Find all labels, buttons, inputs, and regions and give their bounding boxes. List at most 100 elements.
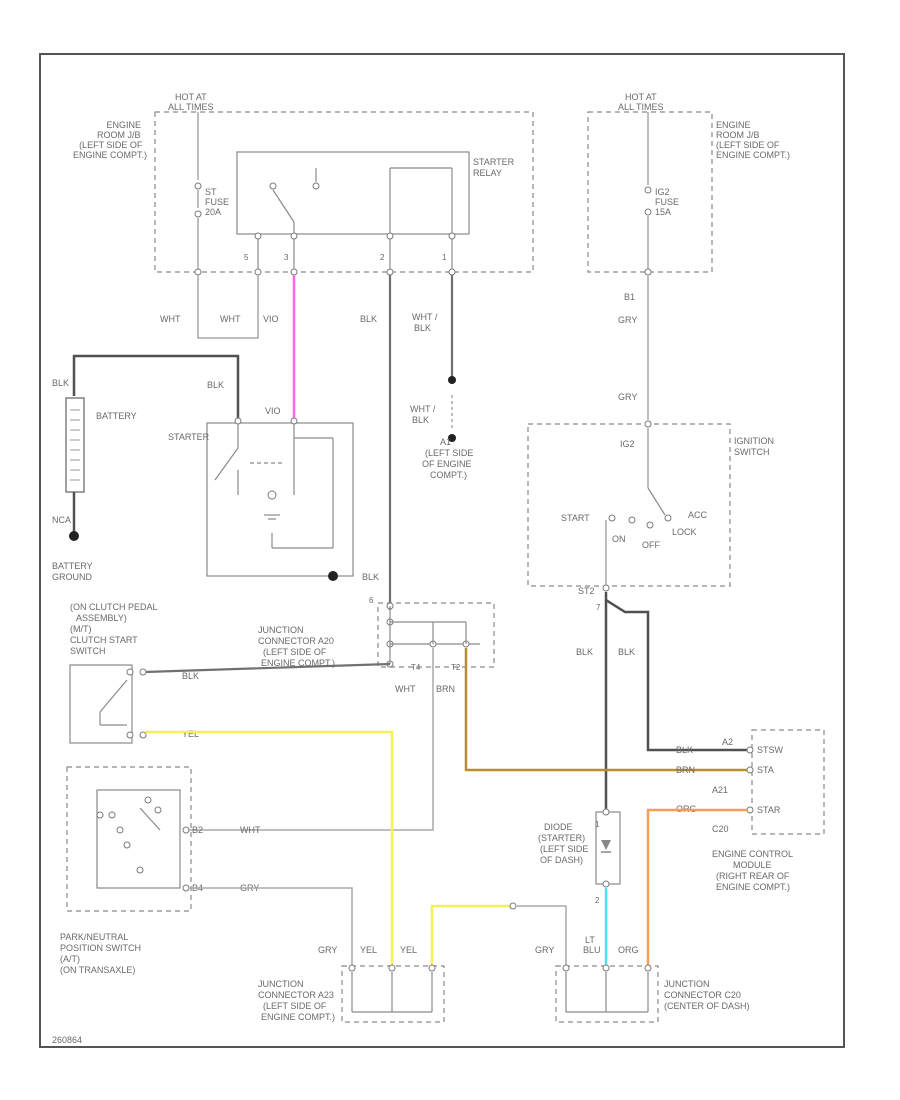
pn-wht-wire (187, 648, 434, 831)
jc-a23-wire-yel-1: YEL (360, 945, 377, 955)
ign-pos-lock: LOCK (672, 527, 697, 537)
ig2-fuse-label: IG2 FUSE 15A (655, 187, 682, 217)
clutch-start-switch-label: (ON CLUTCH PEDAL ASSEMBLY) (M/T) CLUTCH … (70, 602, 160, 656)
ign-pos-start: START (561, 513, 590, 523)
ignition-pin-7: 7 (596, 603, 601, 612)
starter-label: STARTER (168, 432, 210, 442)
ecm-conn-c20: C20 (712, 824, 729, 834)
jc-c20-wire-gry: GRY (535, 945, 554, 955)
starter-ground-blk-label: BLK (362, 572, 379, 582)
gry-link-wire (517, 905, 567, 968)
starter-ground-node (328, 571, 338, 581)
ground-a1-label: WHT / BLK A1 (LEFT SIDE OF ENGINE COMPT.… (410, 404, 476, 480)
jc-a23-wire-yel-2: YEL (400, 945, 417, 955)
jc-a20-pin-6: 6 (369, 596, 374, 605)
junction-connector-c20 (555, 964, 659, 1023)
engine-room-jb-left (154, 111, 534, 276)
ecm-pin-stsw: STSW (757, 745, 784, 755)
jc-c20-wire-lt: LT (585, 935, 595, 945)
ign-blk-to-ecm-wire (604, 592, 748, 752)
wht-loop-wire (197, 275, 259, 339)
sta-brn-wire (464, 648, 748, 772)
clutch-start-switch (69, 664, 147, 744)
clutch-wire-blk: BLK (182, 671, 199, 681)
yel-bridge-wire (430, 904, 510, 968)
ecm-wire-blk: BLK (676, 745, 693, 755)
clutch-blk-wire (144, 662, 391, 674)
clutch-yel-wire (145, 730, 394, 968)
ign-pos-acc: ACC (688, 510, 708, 520)
ign-wire-blk-2: BLK (618, 647, 635, 657)
battery-ground-node (69, 531, 79, 541)
ignition-switch (527, 420, 731, 592)
hot-at-all-times-right: HOT AT ALL TIMES (618, 92, 664, 112)
ground-a1-node (448, 434, 456, 442)
wire-label-wht-blk: WHT / BLK (412, 312, 440, 333)
relay-pin-5: 5 (244, 253, 249, 262)
battery-ground-label: BATTERY GROUND (52, 561, 95, 582)
jc-c20-wire-blu: BLU (583, 945, 601, 955)
battery-label: BATTERY (96, 411, 137, 421)
jc-c20-wire-org: ORG (618, 945, 639, 955)
starter-blk-label: BLK (207, 380, 224, 390)
pn-gry-wire (190, 887, 353, 968)
park-neutral-switch-label: PARK/NEUTRAL POSITION SWITCH (A/T) (ON T… (60, 932, 144, 975)
ign-pos-off: OFF (642, 540, 660, 550)
jc-a20-pin-t4: T4 (411, 663, 421, 672)
pn-wire-wht: WHT (240, 825, 261, 835)
relay-pin-2: 2 (380, 253, 385, 262)
ecm-pin-star: STAR (757, 805, 781, 815)
engine-control-module (746, 729, 825, 835)
relay-pin-1: 1 (442, 253, 447, 262)
ig2-pin-b1: B1 (624, 292, 635, 302)
hot-at-all-times-left: HOT AT ALL TIMES (168, 92, 214, 112)
ignition-ig2-pin-label: IG2 (620, 439, 635, 449)
star-org-wire (646, 808, 748, 968)
engine-room-jb-right (587, 111, 713, 420)
ignition-switch-label: IGNITION SWITCH (734, 436, 777, 457)
engine-room-jb-left-label: ENGINE ROOM J/B (LEFT SIDE OF ENGINE COM… (73, 120, 147, 160)
jc-a23-label: JUNCTION CONNECTOR A23 (LEFT SIDE OF ENG… (258, 979, 336, 1022)
wire-label-blk: BLK (360, 314, 377, 324)
ecm-conn-a21: A21 (712, 785, 728, 795)
starter-motor (206, 417, 354, 581)
diagram-code: 260864 (52, 1035, 82, 1045)
jc-a20-wire-wht: WHT (395, 684, 416, 694)
junction-connector-a20 (377, 602, 495, 668)
junction-connector-a23 (341, 964, 445, 1023)
battery-blk-label: BLK (52, 378, 69, 388)
ecm-wire-brn: BRN (676, 765, 695, 775)
jc-c20-label: JUNCTION CONNECTOR C20 (CENTER OF DASH) (664, 979, 750, 1011)
diode-pin-1: 1 (595, 820, 600, 829)
ignition-st2-pin-label: ST2 (578, 586, 595, 596)
ign-pos-on: ON (612, 534, 626, 544)
pn-pin-b2: B2 (192, 825, 203, 835)
jc-a20-pin-t2: T2 (451, 663, 461, 672)
ecm-conn-a2: A2 (722, 737, 733, 747)
diode-pin-2: 2 (595, 896, 600, 905)
jc-a20-wire-brn: BRN (436, 684, 455, 694)
st-fuse-label: ST FUSE 20A (205, 187, 232, 217)
wire-label-vio: VIO (263, 314, 279, 324)
diagram-border (39, 53, 845, 1048)
starter-relay-label: STARTER RELAY (473, 157, 517, 178)
park-neutral-position-switch (66, 766, 192, 912)
starter-relay-box (236, 151, 470, 235)
starter-vio-pin-label: VIO (265, 406, 281, 416)
diode-label: DIODE (STARTER) (LEFT SIDE OF DASH) (538, 822, 591, 865)
jc-a23-wire-gry: GRY (318, 945, 337, 955)
ecm-pin-sta: STA (757, 765, 774, 775)
clutch-wire-yel: YEL (182, 729, 199, 739)
battery (65, 354, 240, 541)
jc-a20-label: JUNCTION CONNECTOR A20 (LEFT SIDE OF ENG… (258, 625, 336, 668)
relay-pin-3: 3 (284, 253, 289, 262)
wire-label-wht-2: WHT (220, 314, 241, 324)
wire-label-wht-1: WHT (160, 314, 181, 324)
engine-room-jb-right-label: ENGINE ROOM J/B (LEFT SIDE OF ENGINE COM… (716, 120, 790, 160)
ig2-wire-gry-1: GRY (618, 315, 637, 325)
ecm-label: ENGINE CONTROL MODULE (RIGHT REAR OF ENG… (712, 849, 795, 892)
ig2-wire-gry-2: GRY (618, 392, 637, 402)
nca-label: NCA (52, 515, 71, 525)
diode-starter (595, 808, 621, 888)
